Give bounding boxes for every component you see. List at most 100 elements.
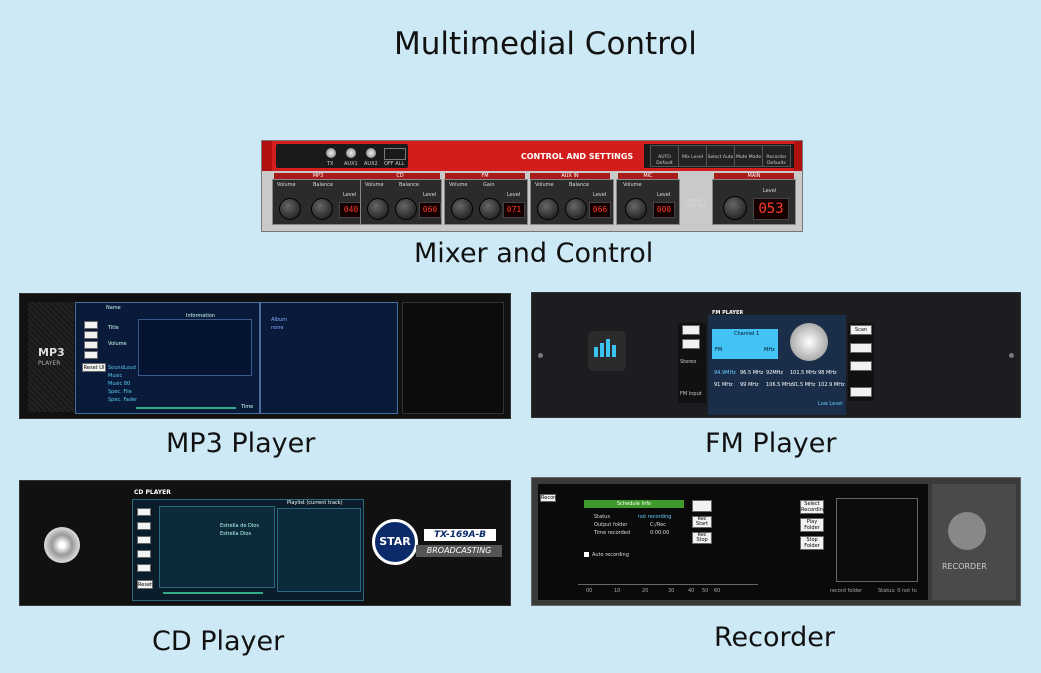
rack-ear-left <box>262 141 272 171</box>
mp3-main-screen: Name Information Reset UI Title Volume S… <box>75 302 260 414</box>
fm-side-button[interactable] <box>850 387 872 397</box>
fm-band-label: FM <box>715 347 723 353</box>
next-button[interactable] <box>84 351 98 359</box>
scan-down-button[interactable] <box>682 339 700 349</box>
timeline-tick: 50 <box>702 588 709 594</box>
timeline-tick: 30 <box>668 588 675 594</box>
cd-seek-bar[interactable] <box>163 592 263 594</box>
fm-side-button[interactable] <box>850 343 872 353</box>
cd-reset-button[interactable]: Reset <box>137 580 153 589</box>
mixer-caption: Mixer and Control <box>414 238 654 269</box>
rec-indicator-button[interactable] <box>692 500 712 512</box>
level-label: Level <box>657 192 671 198</box>
stop-folder-button[interactable]: Stop Folder <box>800 536 824 550</box>
select-auto-button[interactable]: Select Auto <box>706 145 735 167</box>
volume-label: Volume <box>535 182 554 188</box>
channel-mic-header: MIC <box>618 173 678 180</box>
channel-mic: Volume Level 000 <box>616 179 680 225</box>
recorder-preview <box>836 498 918 582</box>
recorder-caption: Recorder <box>714 622 835 653</box>
rec-stop-button[interactable]: Rec Stop <box>692 532 712 544</box>
mp3-album-list[interactable]: Album none <box>260 302 398 414</box>
scan-button[interactable]: Scan <box>850 325 872 335</box>
play-button[interactable] <box>84 321 98 329</box>
track-item[interactable]: Estrella Dios <box>220 531 252 537</box>
record-button[interactable]: Record <box>540 494 559 502</box>
preset-frequency[interactable]: 96.5 MHz <box>740 370 764 376</box>
auto-recording-label: Auto recording <box>592 552 629 558</box>
mix-level-button[interactable]: Mix Level <box>678 145 707 167</box>
station-name: Channel 1 <box>734 331 760 337</box>
volume-knob[interactable] <box>625 198 647 220</box>
cd-player-panel: CD PLAYER Reset Estrella de Dios Estrell… <box>19 480 511 606</box>
volume-label: Volume <box>277 182 296 188</box>
status-value: not recording <box>638 514 672 520</box>
volume-knob[interactable] <box>451 198 473 220</box>
rec-start-button[interactable]: Rec Start <box>692 516 712 528</box>
output-folder-value: C:/Rec <box>650 522 666 528</box>
tuning-dial[interactable] <box>790 323 828 361</box>
mixer-panel: TX AUX1 AUX2 OFF ALL CONTROL AND SETTING… <box>261 140 803 232</box>
preset-frequency[interactable]: 98 MHz <box>818 370 837 376</box>
mp3-volume-label: Volume <box>108 341 127 347</box>
stop-button[interactable] <box>137 536 151 544</box>
scan-up-button[interactable] <box>682 325 700 335</box>
volume-knob[interactable] <box>367 198 389 220</box>
track-item[interactable]: Estrella de Dios <box>220 523 259 529</box>
select-recording-button[interactable]: Select Recording <box>800 500 827 514</box>
cd-track-list[interactable]: Estrella de Dios Estrella Dios <box>159 506 275 588</box>
mute-mode-button[interactable]: Mute Mode <box>734 145 763 167</box>
balance-knob[interactable] <box>395 198 417 220</box>
recorder-defaults-button[interactable]: Recorder Defaults <box>762 145 791 167</box>
off-all-button[interactable] <box>384 148 406 160</box>
auto-default-button[interactable]: AUTO Default <box>650 145 679 167</box>
preset-frequency[interactable]: 92MHz <box>766 370 784 376</box>
pause-button[interactable] <box>137 522 151 530</box>
folder-item[interactable]: SoundLoud <box>108 365 136 371</box>
folder-item[interactable]: Music 80 <box>108 381 131 387</box>
prev-button[interactable] <box>137 564 151 572</box>
mp3-track-list[interactable] <box>138 319 252 376</box>
folder-item[interactable]: Spec. File <box>108 389 132 395</box>
time-recorded-value: 0:00:00 <box>650 530 670 536</box>
channel-fm: Volume Gain Level 071 <box>444 179 528 225</box>
gain-label: Gain <box>483 182 495 188</box>
prev-button[interactable] <box>84 341 98 349</box>
tx-knob[interactable] <box>326 148 336 158</box>
folder-item[interactable]: Music <box>108 373 123 379</box>
balance-knob[interactable] <box>565 198 587 220</box>
aux2-knob[interactable] <box>366 148 376 158</box>
mp3-time-label: Time <box>241 404 254 410</box>
timeline-tick: 60 <box>714 588 721 594</box>
preset-frequency[interactable]: 101.5 MHz <box>790 370 817 376</box>
auto-recording-checkbox[interactable] <box>584 552 589 557</box>
play-button[interactable] <box>137 508 151 516</box>
recorder-panel: Record Schedule Info Status not recordin… <box>531 477 1021 606</box>
volume-knob[interactable] <box>537 198 559 220</box>
preset-frequency[interactable]: 94.9MHz <box>714 370 736 376</box>
folder-item[interactable]: Spec. Fader <box>108 397 138 403</box>
fm-side-button[interactable] <box>850 361 872 371</box>
mp3-seek-bar[interactable] <box>136 407 236 409</box>
play-folder-button[interactable]: Play Folder <box>800 518 824 532</box>
preset-frequency[interactable]: 102.9 MHz <box>818 382 845 388</box>
preset-frequency[interactable]: 91 MHz <box>714 382 733 388</box>
model-label: TX-169A-B <box>424 529 496 541</box>
preset-frequency[interactable]: 99 MHz <box>740 382 759 388</box>
preset-frequency[interactable]: 91.5 MHz <box>792 382 816 388</box>
master-level-display: 053 <box>753 198 789 220</box>
aux1-knob[interactable] <box>346 148 356 158</box>
next-button[interactable] <box>137 550 151 558</box>
level-display: 060 <box>419 202 441 218</box>
balance-label: Balance <box>569 182 589 188</box>
stop-button[interactable] <box>84 331 98 339</box>
cd-playlist[interactable] <box>277 508 361 592</box>
volume-knob[interactable] <box>279 198 301 220</box>
playlist-header: Playlist (current track) <box>287 500 343 506</box>
gain-knob[interactable] <box>479 198 501 220</box>
master-knob[interactable] <box>723 196 747 220</box>
preset-frequency[interactable]: 106.5 MHz <box>766 382 793 388</box>
reset-ui-button[interactable]: Reset UI <box>82 363 106 372</box>
mp3-title-label: Title <box>108 325 119 331</box>
balance-knob[interactable] <box>311 198 333 220</box>
